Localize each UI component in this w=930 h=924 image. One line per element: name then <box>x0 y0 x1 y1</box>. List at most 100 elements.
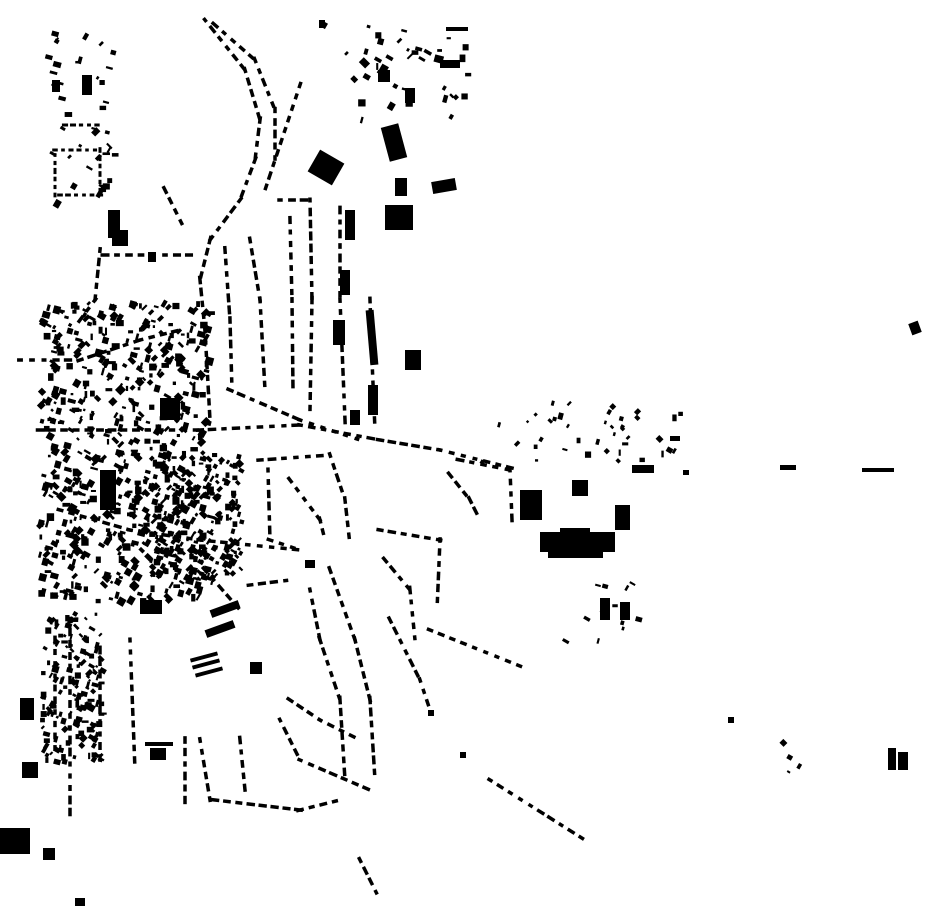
house-footprint <box>168 428 176 432</box>
building-footprint <box>671 447 677 454</box>
house-footprint <box>536 808 546 816</box>
house-footprint <box>61 148 65 152</box>
building-footprint <box>50 592 58 599</box>
building-footprint <box>198 544 206 550</box>
building-footprint <box>159 562 167 570</box>
house-footprint <box>221 426 227 431</box>
building-footprint <box>130 556 140 567</box>
house-footprint <box>262 380 267 388</box>
house-footprint <box>207 409 212 418</box>
building-footprint <box>65 615 70 622</box>
house-footprint <box>94 282 99 290</box>
building-footprint <box>228 537 236 545</box>
house-footprint <box>53 176 57 182</box>
building-footprint <box>145 348 151 353</box>
building-footprint <box>172 302 180 310</box>
building-footprint <box>48 373 54 381</box>
building-footprint <box>159 535 164 541</box>
building-footprint <box>164 450 173 459</box>
house-footprint <box>87 123 91 127</box>
building-footprint <box>169 530 175 537</box>
house-footprint <box>341 744 345 752</box>
house-footprint <box>332 681 339 691</box>
building-footprint <box>193 530 197 535</box>
building-footprint <box>202 485 208 490</box>
building-footprint <box>229 570 237 577</box>
building-footprint <box>635 616 643 623</box>
large-building-footprint <box>0 828 30 854</box>
house-footprint <box>308 197 312 203</box>
house-footprint <box>308 391 313 401</box>
house-footprint <box>331 428 338 434</box>
building-footprint <box>44 396 53 406</box>
house-footprint <box>308 404 312 412</box>
house-footprint <box>227 305 232 315</box>
building-footprint <box>144 438 151 444</box>
house-footprint <box>257 116 263 124</box>
building-footprint <box>193 414 198 418</box>
building-footprint <box>61 640 68 644</box>
house-footprint <box>52 148 58 152</box>
building-footprint <box>47 708 52 713</box>
building-footprint <box>576 437 581 444</box>
building-footprint <box>103 433 110 438</box>
house-footprint <box>197 275 203 285</box>
house-footprint <box>317 766 327 773</box>
building-footprint <box>594 583 601 588</box>
building-footprint <box>203 369 210 374</box>
house-footprint <box>361 785 371 792</box>
building-footprint <box>122 543 131 551</box>
house-footprint <box>361 670 367 680</box>
building-footprint <box>199 571 205 576</box>
house-footprint <box>125 253 133 257</box>
house-footprint <box>220 29 228 36</box>
house-footprint <box>260 77 268 87</box>
house-footprint <box>460 453 467 459</box>
building-footprint <box>139 362 144 368</box>
building-footprint <box>132 507 139 511</box>
building-footprint <box>136 377 143 380</box>
house-footprint <box>72 428 80 432</box>
house-footprint <box>308 380 313 388</box>
building-footprint <box>58 387 68 396</box>
building-footprint <box>200 450 206 456</box>
building-footprint <box>106 530 112 537</box>
house-footprint <box>341 756 346 764</box>
building-footprint <box>117 535 127 544</box>
building-footprint <box>42 731 51 738</box>
building-footprint <box>44 570 52 573</box>
building-footprint <box>99 681 105 685</box>
building-footprint <box>68 616 76 624</box>
building-footprint <box>40 717 45 723</box>
house-footprint <box>249 396 256 403</box>
house-footprint <box>29 358 35 362</box>
house-footprint <box>215 225 222 233</box>
house-footprint <box>266 479 271 485</box>
building-footprint <box>102 509 113 520</box>
building-footprint <box>557 412 564 421</box>
building-footprint <box>118 466 123 475</box>
building-footprint <box>210 520 214 524</box>
house-footprint <box>328 770 338 778</box>
building-footprint <box>186 332 190 339</box>
house-footprint <box>282 806 291 811</box>
house-footprint <box>207 398 211 406</box>
building-footprint <box>212 453 218 458</box>
building-footprint <box>796 762 803 770</box>
building-footprint <box>157 452 167 460</box>
building-footprint <box>49 751 54 756</box>
house-footprint <box>240 759 245 768</box>
building-footprint <box>625 435 631 441</box>
building-footprint <box>202 322 210 331</box>
large-building-footprint <box>75 898 85 906</box>
house-footprint <box>438 537 442 543</box>
large-building-footprint <box>209 600 241 618</box>
house-footprint <box>246 801 256 807</box>
building-footprint <box>104 130 111 135</box>
building-footprint <box>97 310 104 317</box>
building-footprint <box>161 362 169 368</box>
building-footprint <box>47 454 51 458</box>
building-footprint <box>69 408 76 414</box>
house-footprint <box>222 245 228 255</box>
building-footprint <box>110 49 117 56</box>
